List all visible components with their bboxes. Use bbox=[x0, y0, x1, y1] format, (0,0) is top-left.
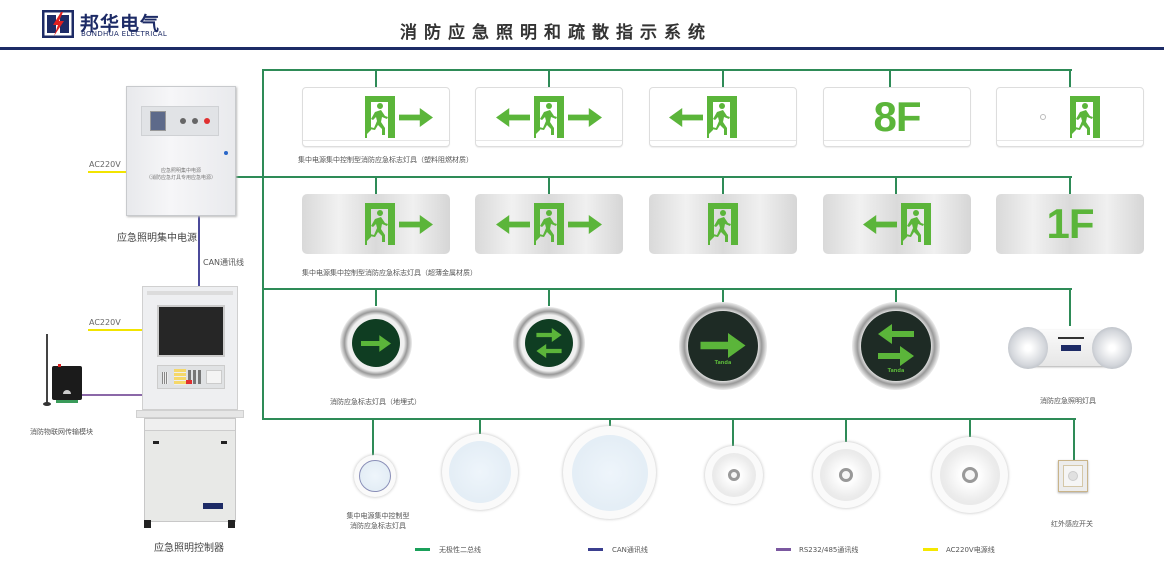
legend-swatch-ac220v bbox=[923, 548, 938, 551]
arrow-right-icon bbox=[568, 108, 602, 127]
emergency-lighting-controller[interactable] bbox=[136, 286, 244, 528]
tanda-mark: Tanda bbox=[887, 368, 905, 374]
brand-name-cn: 邦华电气 bbox=[80, 13, 161, 35]
display-meter bbox=[150, 111, 166, 131]
exit-sign-left[interactable] bbox=[649, 87, 797, 147]
twin-lamp-caption: 消防应急照明灯具 bbox=[1040, 397, 1096, 405]
floor-sign-large-right[interactable]: Tanda bbox=[679, 302, 767, 390]
exit-man-icon bbox=[708, 203, 738, 245]
legend-label-bus: 无极性二总线 bbox=[439, 546, 481, 554]
sensor-caption: 红外感应开关 bbox=[1051, 520, 1093, 528]
floor-number: 1F bbox=[1046, 200, 1094, 247]
power-supply-label: 应急照明集中电源 bbox=[117, 233, 197, 244]
exit-man-icon bbox=[534, 203, 564, 245]
exit-man-icon bbox=[901, 203, 931, 245]
can-wire-label: CAN通讯线 bbox=[203, 258, 245, 267]
brand-name-en: BONDHUA ELECTRICAL bbox=[81, 30, 168, 38]
large-ceiling-light[interactable] bbox=[563, 426, 656, 519]
legend-label-rs485: RS232/485通讯线 bbox=[799, 546, 859, 554]
floor-sign-caption: 消防应急标志灯具（地埋式） bbox=[330, 398, 421, 406]
arrow-left-icon bbox=[877, 324, 915, 344]
exit-man-icon bbox=[1070, 96, 1100, 138]
arrow-right-icon bbox=[535, 328, 563, 342]
central-power-supply[interactable]: 应急照明集中电源 （消防应急灯具专用应急电源） bbox=[126, 86, 236, 216]
medium-ceiling-light[interactable] bbox=[442, 434, 518, 510]
exit-sign[interactable] bbox=[996, 87, 1144, 147]
ac220v-label-power: AC220V bbox=[89, 160, 121, 169]
plastic-sign-caption: 集中电源集中控制型消防应急标志灯具（塑料阻燃材质） bbox=[298, 156, 473, 164]
metal-floor-sign-1f[interactable]: 1F bbox=[996, 194, 1144, 254]
exit-sign-right[interactable] bbox=[302, 87, 450, 147]
rs485-wire bbox=[82, 394, 142, 396]
floor-number: 8F bbox=[873, 93, 921, 140]
brand-logo-icon bbox=[41, 9, 75, 39]
arrow-left-icon bbox=[863, 215, 897, 234]
exit-man-icon bbox=[365, 96, 395, 138]
arrow-right-icon bbox=[399, 108, 433, 127]
exit-man-icon bbox=[534, 96, 564, 138]
iot-transmission-module[interactable] bbox=[40, 334, 84, 410]
arrow-right-icon bbox=[399, 215, 433, 234]
ac220v-wire-controller bbox=[88, 329, 142, 331]
light-caption: 集中电源集中控制型 消防应急标志灯具 bbox=[346, 512, 410, 530]
controller-keypad bbox=[157, 365, 225, 389]
arrow-right-icon bbox=[568, 215, 602, 234]
sensor-dot-icon bbox=[1040, 114, 1046, 120]
legend-swatch-can bbox=[588, 548, 603, 551]
controller-desk bbox=[136, 410, 244, 418]
arrow-right-icon bbox=[877, 346, 915, 366]
arrow-right-icon bbox=[700, 333, 746, 358]
metal-sign-caption: 集中电源集中控制型消防应急标志灯具（超薄金属材质） bbox=[302, 269, 477, 277]
infrared-sensor-switch[interactable] bbox=[1058, 460, 1088, 492]
twin-head-emergency-lamp[interactable] bbox=[1006, 326, 1134, 370]
metal-exit-sign-bidirectional[interactable] bbox=[475, 194, 623, 254]
lamp-brand-plate bbox=[1061, 345, 1081, 351]
cabinet-label: 应急照明集中电源 （消防应急灯具专用应急电源） bbox=[145, 168, 216, 181]
lamp-head-left bbox=[1008, 327, 1048, 369]
arrow-left-icon bbox=[496, 108, 530, 127]
ac220v-wire-power-supply bbox=[88, 171, 126, 173]
controller-brand-plate bbox=[203, 503, 223, 509]
small-ceiling-light[interactable] bbox=[354, 455, 396, 497]
can-wire bbox=[198, 215, 200, 287]
metal-exit-sign-left[interactable] bbox=[823, 194, 971, 254]
control-panel-window bbox=[141, 106, 219, 136]
floor-sign-bidirectional[interactable] bbox=[513, 307, 585, 379]
controller-upper bbox=[142, 286, 238, 410]
emergency-button bbox=[204, 118, 210, 124]
metal-exit-sign[interactable] bbox=[649, 194, 797, 254]
medium-downlight[interactable] bbox=[813, 442, 879, 508]
indicator-led bbox=[224, 151, 228, 155]
arrow-left-icon bbox=[669, 108, 703, 127]
controller-screen bbox=[157, 305, 225, 357]
legend-label-ac220v: AC220V电源线 bbox=[946, 546, 995, 554]
arrow-left-icon bbox=[496, 215, 530, 234]
controller-base bbox=[144, 418, 236, 522]
large-downlight[interactable] bbox=[932, 437, 1008, 513]
legend-swatch-rs485 bbox=[776, 548, 791, 551]
ac220v-label-controller: AC220V bbox=[89, 318, 121, 327]
floor-sign-right[interactable] bbox=[340, 307, 412, 379]
legend-label-can: CAN通讯线 bbox=[612, 546, 648, 554]
metal-exit-sign-right[interactable] bbox=[302, 194, 450, 254]
header-divider bbox=[0, 47, 1164, 50]
antenna-icon bbox=[46, 334, 48, 404]
controller-label: 应急照明控制器 bbox=[154, 543, 224, 554]
floor-sign-8f[interactable]: 8F bbox=[823, 87, 971, 147]
arrow-right-icon bbox=[361, 335, 391, 352]
exit-sign-bidirectional[interactable] bbox=[475, 87, 623, 147]
switch-knob bbox=[180, 118, 186, 124]
legend-swatch-bus bbox=[415, 548, 430, 551]
exit-man-icon bbox=[365, 203, 395, 245]
small-downlight[interactable] bbox=[705, 446, 763, 504]
arrow-left-icon bbox=[535, 344, 563, 358]
iot-module-label: 消防物联网传输模块 bbox=[30, 428, 93, 436]
floor-sign-large-bidirectional[interactable]: Tanda bbox=[852, 302, 940, 390]
lamp-head-right bbox=[1092, 327, 1132, 369]
tanda-mark: Tanda bbox=[714, 359, 732, 366]
module-body bbox=[52, 364, 82, 400]
switch-knob bbox=[192, 118, 198, 124]
exit-man-icon bbox=[707, 96, 737, 138]
page-title: 消防应急照明和疏散指示系统 bbox=[400, 23, 712, 43]
